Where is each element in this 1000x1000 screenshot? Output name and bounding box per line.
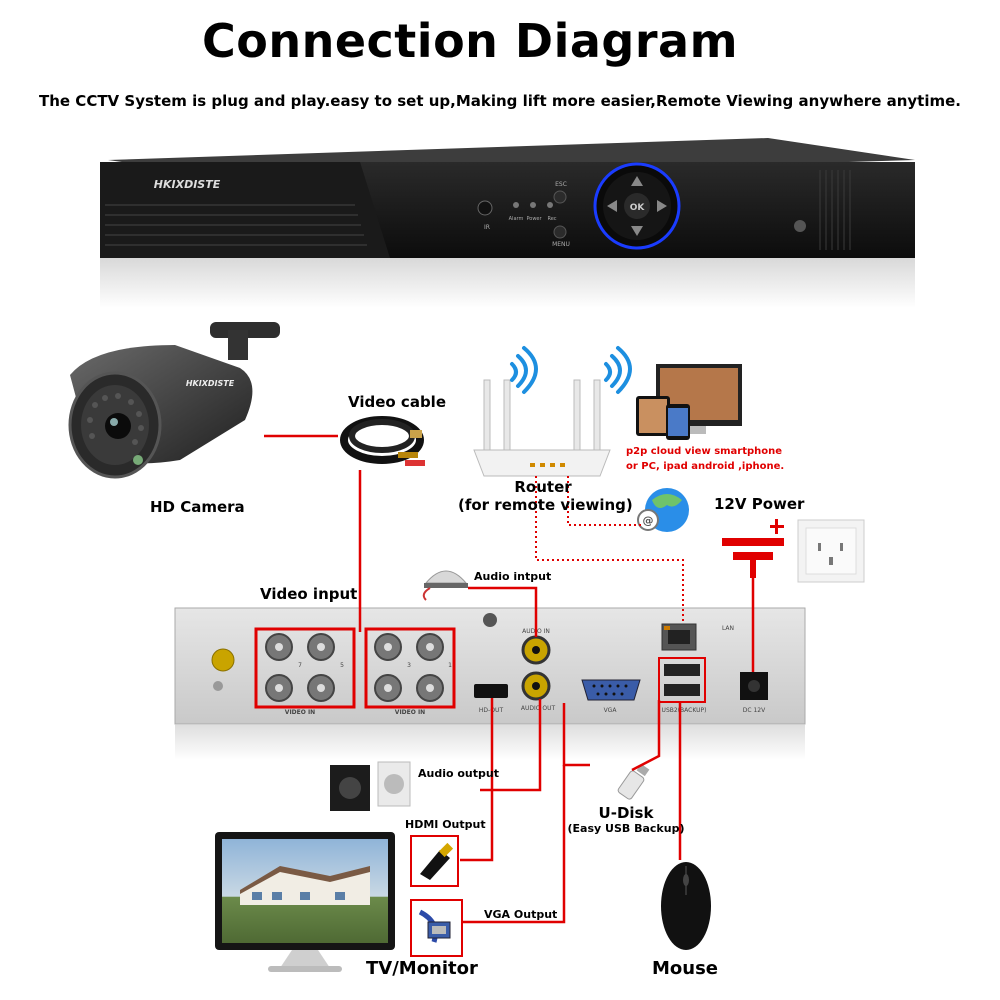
tv-monitor-label: TV/Monitor <box>366 958 478 979</box>
speakers-icon <box>330 761 411 811</box>
video-input-highlight <box>254 627 356 709</box>
multi-device-icon <box>636 364 742 440</box>
ok-button-label: OK <box>630 203 646 213</box>
vga-cable-icon <box>418 909 451 943</box>
power-symbol-icon <box>722 519 784 578</box>
video-cable-label: Video cable <box>348 393 446 411</box>
audio-input-label: Audio intput <box>474 570 552 583</box>
video-cable-icon <box>340 416 425 466</box>
dvr-rear-panel <box>174 607 806 760</box>
power-label: 12V Power <box>714 495 805 513</box>
camera-brand: HKIXDISTE <box>186 379 235 388</box>
video-in-left-label: VIDEO IN <box>285 709 315 716</box>
usb-highlight <box>658 657 706 703</box>
p2p-line1: p2p cloud view smartphone <box>626 446 783 457</box>
hdmi-cable-icon <box>420 842 454 880</box>
udisk-label: U-Disk <box>598 804 654 822</box>
wall-socket-icon <box>797 519 865 583</box>
p2p-caption: p2p cloud view smartphone or PC, ipad an… <box>626 444 784 474</box>
led-ir-label: IR <box>484 224 490 231</box>
hdmi-output-label: HDMI Output <box>405 818 486 831</box>
led-rec-label: Rec <box>547 216 556 222</box>
dvr-front-unit <box>100 138 915 308</box>
video-input-highlight <box>364 627 456 709</box>
p2p-line2: or PC, ipad android ,iphone. <box>626 461 785 472</box>
mouse-icon <box>661 862 711 950</box>
router-label-line1: Router <box>514 478 572 496</box>
dc-port-label: DC 12V <box>743 707 766 714</box>
page-title: Connection Diagram <box>201 14 739 68</box>
page-subtitle: The CCTV System is plug and play.easy to… <box>39 92 961 110</box>
svg-text:@: @ <box>643 514 654 527</box>
vga-port-label: VGA <box>604 707 618 714</box>
channel-5-label: 5 <box>340 662 344 669</box>
menu-label: MENU <box>552 241 570 248</box>
led-power-label: Power <box>526 216 542 222</box>
led-alarm-label: Alarm <box>509 216 524 222</box>
channel-1-label: 1 <box>448 662 452 669</box>
hd-camera <box>68 322 280 479</box>
udisk-caption: U-Disk (Easy USB Backup) <box>566 804 686 835</box>
wifi-icon <box>510 346 538 394</box>
router-label-line2: (for remote viewing) <box>458 496 633 514</box>
audio-output-label: Audio output <box>418 767 499 780</box>
microphone-icon <box>422 570 468 601</box>
internet-globe-icon: @ <box>637 488 689 532</box>
esc-label: ESC <box>555 181 567 188</box>
network-dotted-lines <box>535 476 684 624</box>
channel-3-label: 3 <box>407 662 411 669</box>
audio-out-label: AUDIO OUT <box>521 705 556 712</box>
lan-port-label: LAN <box>722 625 734 632</box>
channel-7-label: 7 <box>298 662 302 669</box>
udisk-sub-label: (Easy USB Backup) <box>567 822 685 835</box>
wifi-icon <box>604 346 632 394</box>
router <box>473 379 611 477</box>
router-label: Router (for remote viewing) <box>458 478 633 514</box>
mouse-label: Mouse <box>652 958 719 979</box>
hd-camera-label: HD Camera <box>150 498 245 516</box>
tv-monitor-icon <box>215 832 395 972</box>
usb-port-label: USB2(BACKUP) <box>662 707 707 714</box>
connection-lines <box>264 434 755 924</box>
vga-output-label: VGA Output <box>484 908 558 921</box>
video-input-label: Video input <box>260 585 358 603</box>
dvr-front-brand: HKIXDISTE <box>154 178 221 191</box>
video-in-right-label: VIDEO IN <box>395 709 425 716</box>
